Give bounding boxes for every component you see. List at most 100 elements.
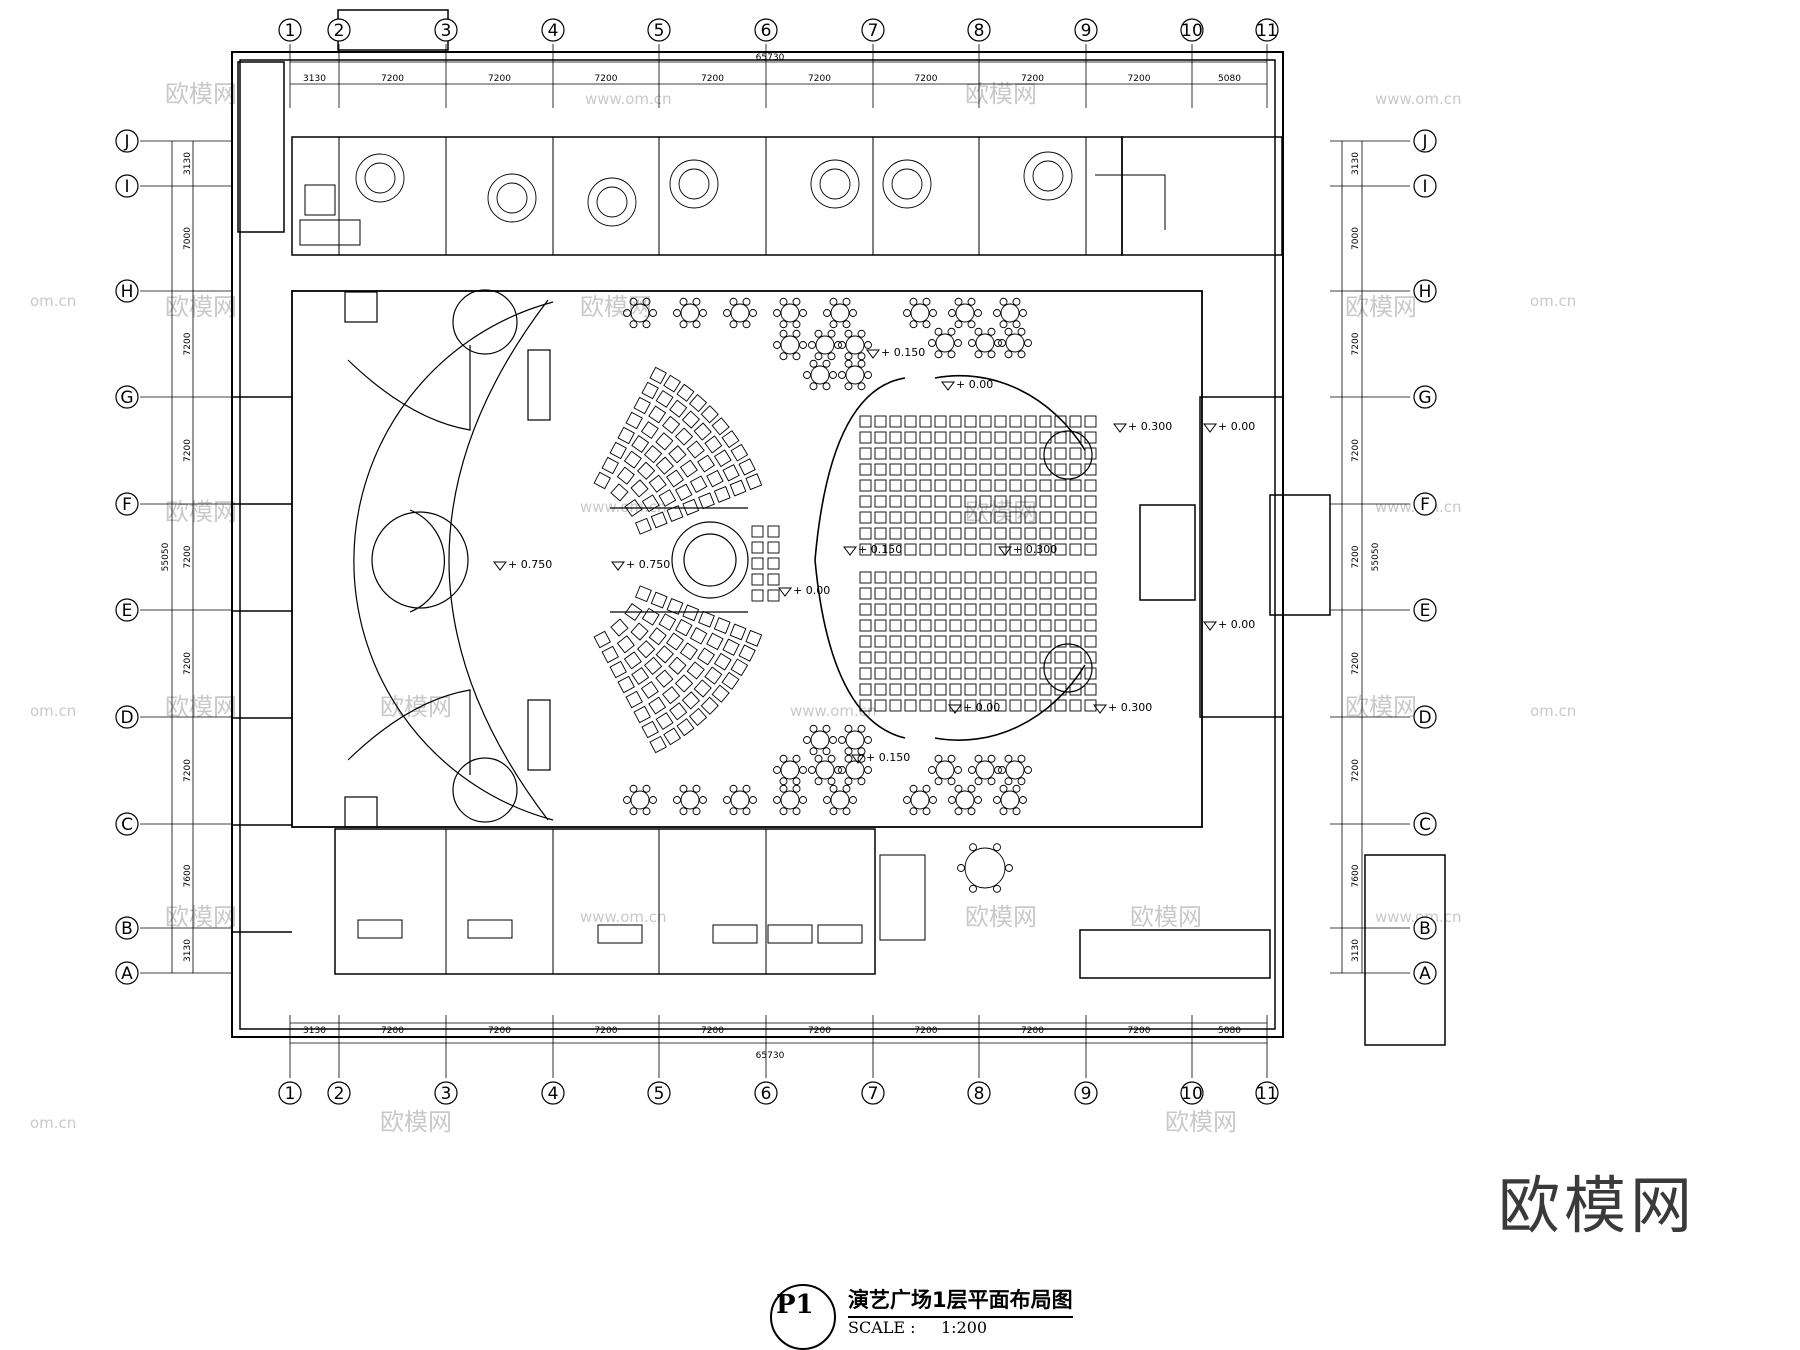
column-axis-6-label: 6	[761, 21, 772, 41]
seat	[767, 525, 780, 538]
bay-depth-label: 3130	[183, 152, 193, 175]
seat	[979, 511, 992, 524]
watermark-url: om.cn	[30, 1114, 76, 1132]
banquet-table	[669, 159, 719, 209]
seat	[1084, 619, 1097, 632]
column-axis-4-label: 4	[548, 1084, 559, 1104]
dining-chair	[844, 382, 853, 391]
seat	[1069, 415, 1082, 428]
dining-chair	[692, 784, 701, 793]
seat	[994, 495, 1007, 508]
seat	[641, 381, 659, 400]
row-axis-F-circle	[115, 492, 139, 516]
seat	[964, 511, 977, 524]
seat	[1024, 603, 1037, 616]
seat	[994, 463, 1007, 476]
bay-depth-label: 7000	[1351, 227, 1361, 250]
column-axis-10-label: 10	[1181, 1084, 1203, 1104]
seat	[635, 585, 652, 603]
dining-chair	[792, 329, 801, 338]
seat	[904, 479, 917, 492]
scale-label: SCALE :	[848, 1318, 916, 1337]
dining-chair	[822, 382, 831, 391]
seat	[689, 627, 708, 645]
seat	[994, 447, 1007, 460]
dining-chair	[844, 747, 853, 756]
seat	[1084, 463, 1097, 476]
seat	[949, 651, 962, 664]
dining-table	[780, 790, 800, 810]
seat	[1024, 699, 1037, 712]
seat	[889, 431, 902, 444]
dining-chair	[779, 320, 788, 329]
seat	[1009, 479, 1022, 492]
dining-chair	[729, 320, 738, 329]
dining-chair	[974, 777, 983, 786]
dining-chair	[1024, 766, 1032, 774]
furniture	[467, 919, 513, 939]
seat	[616, 466, 635, 485]
watermark-url: www.om.cn	[790, 702, 877, 720]
bay-width-label: 7200	[381, 1026, 404, 1036]
seat	[1024, 463, 1037, 476]
bay-width-label: 7200	[701, 1026, 724, 1036]
stair-north-east	[1095, 174, 1166, 230]
row-axis-A-circle	[1413, 961, 1437, 985]
seat	[934, 571, 947, 584]
bay-depth-label: 7600	[183, 864, 193, 887]
seat	[964, 619, 977, 632]
dining-chair	[1004, 754, 1013, 763]
row-axis-C-label: C	[1419, 815, 1431, 835]
row-axis-F-label: F	[122, 495, 132, 515]
stage-area	[344, 289, 1093, 828]
watermark-text: 欧模网	[965, 903, 1037, 931]
seat	[1024, 683, 1037, 696]
dining-chair	[844, 724, 853, 733]
row-axis-E-label: E	[1420, 601, 1431, 621]
level-marker	[611, 561, 625, 571]
seat	[1009, 527, 1022, 540]
watermark-text: 欧模网	[1345, 293, 1417, 321]
dining-chair	[822, 359, 831, 368]
row-axis-B-label: B	[121, 919, 133, 939]
row-axis-C-circle	[1413, 812, 1437, 836]
seat	[1054, 447, 1067, 460]
banquet-table-lazy-susan	[819, 168, 851, 200]
seat	[1009, 543, 1022, 556]
seat	[949, 431, 962, 444]
seat	[859, 571, 872, 584]
dining-chair	[803, 736, 811, 744]
level-marker	[1203, 423, 1217, 433]
column-axis-8-label: 8	[974, 1084, 985, 1104]
dining-table	[955, 790, 975, 810]
level-value: + 0.150	[881, 346, 925, 359]
seat	[658, 613, 677, 631]
dining-chair	[922, 784, 931, 793]
dining-table	[845, 365, 865, 385]
overall-width-label: 65730	[756, 53, 785, 63]
level-marker	[941, 381, 955, 391]
seat	[637, 640, 656, 659]
dining-chair	[838, 766, 846, 774]
column-axis-5-circle	[647, 18, 671, 42]
seat	[919, 603, 932, 616]
seat	[859, 527, 872, 540]
seat	[889, 479, 902, 492]
column-axis-7-circle	[861, 18, 885, 42]
seat	[1009, 603, 1022, 616]
column-axis-3-circle	[434, 1081, 458, 1105]
seat	[874, 463, 887, 476]
seat	[874, 651, 887, 664]
bay-width-label: 7200	[915, 1026, 938, 1036]
dining-chair	[928, 339, 936, 347]
row-axis-J-circle	[1413, 129, 1437, 153]
seat	[1009, 463, 1022, 476]
seat	[859, 667, 872, 680]
dining-chair	[1017, 777, 1026, 786]
row-axis-G-label: G	[120, 388, 133, 408]
seat	[994, 587, 1007, 600]
seat	[655, 390, 674, 408]
seat	[601, 456, 619, 475]
seat	[919, 495, 932, 508]
